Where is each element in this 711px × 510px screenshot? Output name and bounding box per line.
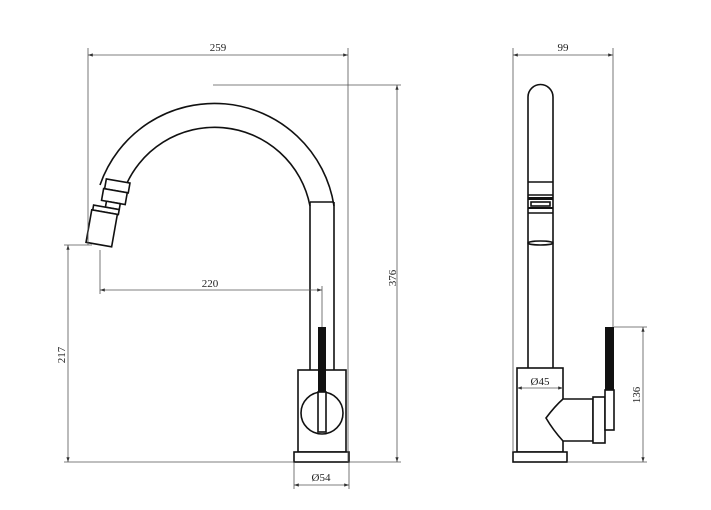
dim-spout-height: 217 (56, 346, 68, 363)
dim-body-diameter: Ø45 (531, 376, 550, 388)
faucet-base (293, 451, 350, 463)
handle-grip (318, 327, 326, 392)
dim-handle-height: 136 (631, 386, 643, 403)
dim-base-diameter: Ø54 (312, 472, 331, 484)
dim-spout-reach: 220 (202, 278, 219, 290)
side-view (512, 83, 615, 463)
side-base (512, 451, 568, 463)
handle-stem (317, 391, 327, 433)
spout-tube (527, 83, 554, 368)
lever-cylinder (545, 398, 594, 442)
lever-cap (592, 396, 606, 444)
spout-ring (528, 197, 553, 200)
side-handle-grip (605, 327, 614, 390)
spray-head (85, 177, 131, 248)
spout-ring (530, 201, 551, 207)
spout-inner-arc (123, 126, 311, 207)
side-handle-stem (604, 389, 615, 431)
spout-outer-arc (99, 102, 335, 207)
spray-aerator (85, 208, 119, 248)
dim-overall-depth: 99 (558, 42, 570, 54)
dim-overall-height: 376 (387, 269, 399, 286)
dim-overall-width: 259 (210, 42, 227, 54)
front-view (85, 102, 350, 463)
front-dimensions: 259 376 220 217 Ø54 (56, 42, 401, 489)
spout-ring (528, 207, 553, 209)
side-dimensions: 99 Ø45 136 (512, 42, 647, 463)
spout-ring (527, 240, 554, 246)
